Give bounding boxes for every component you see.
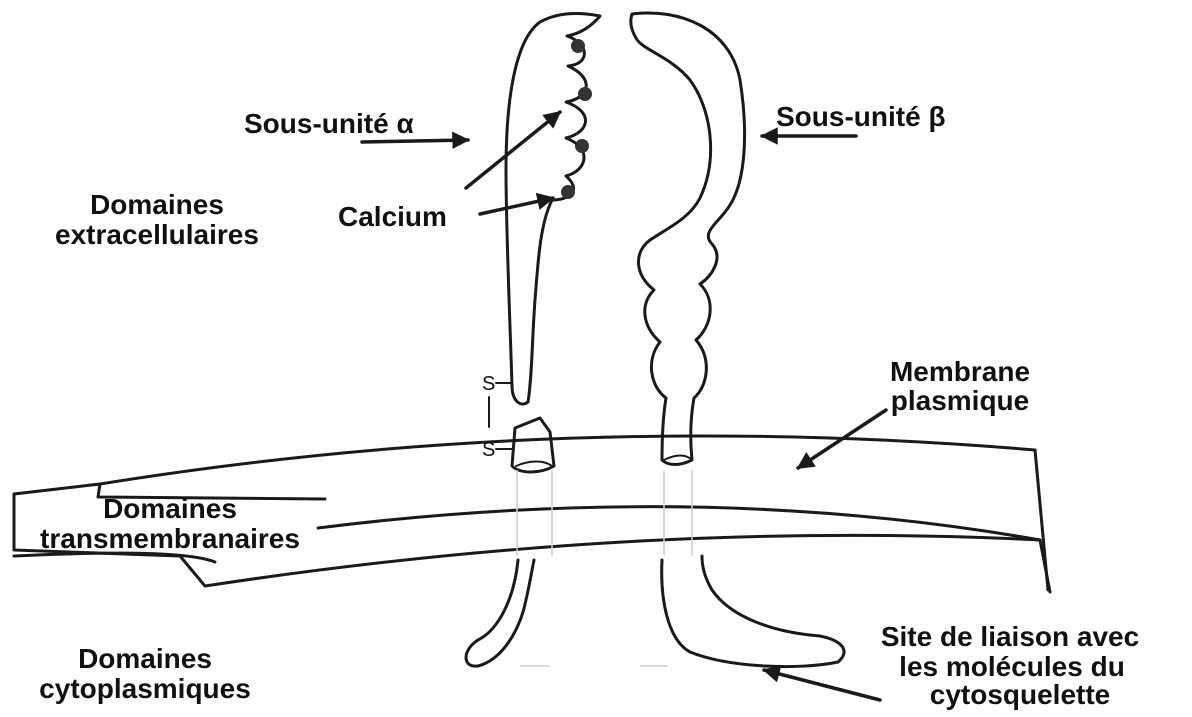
calcium-ion — [575, 139, 589, 153]
membrane-label-line1: Membrane — [890, 356, 1030, 387]
disulfide-bond: S S — [482, 373, 512, 461]
extracellular-label-line2: extracellulaires — [55, 219, 259, 250]
calcium-ion — [578, 87, 592, 101]
beta-subunit — [631, 13, 745, 465]
membrane-label-line2: plasmique — [891, 385, 1029, 416]
alpha-arrow — [362, 140, 468, 142]
calcium-arrow-upper — [466, 112, 560, 188]
binding-site-label-line2: les molécules du — [899, 651, 1125, 682]
cytoplasmic-label-line1: Domaines — [78, 643, 212, 674]
alpha-subunit-label: Sous-unité α — [244, 108, 414, 139]
beta-subunit-label: Sous-unité β — [776, 101, 946, 132]
transmembrane-label-line1: Domaines — [103, 493, 237, 524]
site-arrow — [764, 670, 880, 700]
calcium-arrow-lower — [480, 198, 553, 214]
calcium-ion — [571, 39, 585, 53]
sulfur-label-top: S — [482, 373, 495, 395]
extracellular-label-line1: Domaines — [90, 189, 224, 220]
binding-site-label-line1: Site de liaison avec — [881, 621, 1139, 652]
binding-site-label-line3: cytosquelette — [930, 679, 1111, 710]
cytoplasmic-tails — [466, 470, 844, 667]
calcium-label: Calcium — [338, 201, 447, 232]
calcium-ion — [561, 185, 575, 199]
transmembrane-label-line2: transmembranaires — [40, 523, 300, 554]
sulfur-label-bottom: S — [482, 439, 495, 461]
alpha-subunit — [506, 14, 600, 472]
cytoplasmic-label-line2: cytoplasmiques — [39, 673, 251, 704]
